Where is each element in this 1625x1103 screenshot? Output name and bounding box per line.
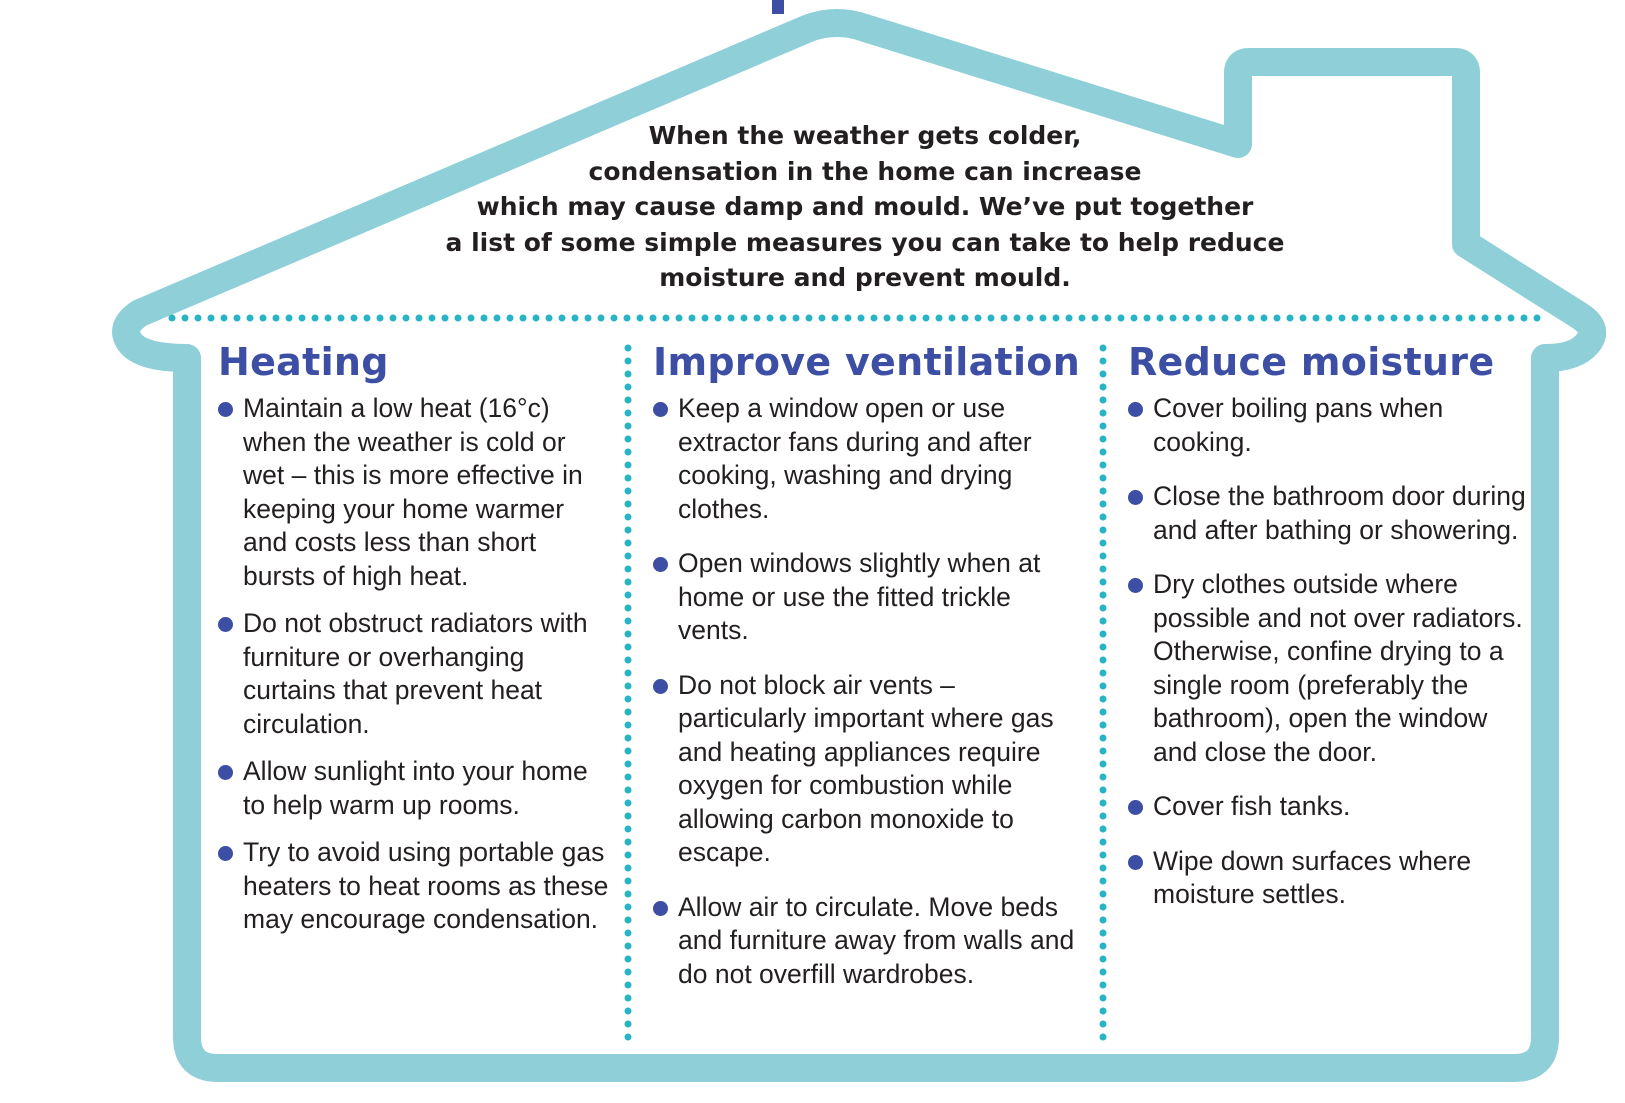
heating-column: Heating Maintain a low heat (16°c) when … [218,338,613,951]
ventilation-list: Keep a window open or use extractor fans… [653,392,1083,991]
bullet-icon [653,557,668,572]
bullet-icon [1128,578,1143,593]
intro-line: moisture and prevent mould. [659,263,1071,292]
list-item-text: Maintain a low heat (16°c) when the weat… [243,393,583,591]
list-item-text: Do not obstruct radiators with furniture… [243,608,588,739]
bullet-icon [1128,490,1143,505]
list-item: Close the bathroom door during and after… [1128,480,1528,547]
list-item-text: Open windows slightly when at home or us… [678,548,1041,645]
bullet-icon [218,765,233,780]
list-item-text: Do not block air vents – particularly im… [678,669,1054,868]
list-item-text: Cover boiling pans when cooking. [1153,393,1444,457]
list-item: Wipe down surfaces where moisture settle… [1128,845,1528,912]
list-item-text: Cover fish tanks. [1153,791,1351,821]
list-item: Allow air to circulate. Move beds and fu… [653,891,1083,992]
heating-list: Maintain a low heat (16°c) when the weat… [218,392,613,937]
moisture-list: Cover boiling pans when cooking. Close t… [1128,392,1528,912]
house-border [112,9,1607,1082]
bullet-icon [653,402,668,417]
intro-line: condensation in the home can increase [588,156,1142,186]
list-item-text: Dry clothes outside where possible and n… [1153,569,1523,767]
list-item-text: Close the bathroom door during and after… [1153,481,1526,545]
intro-line: When the weather gets colder, [648,121,1082,150]
list-item: Cover boiling pans when cooking. [1128,392,1528,459]
list-item-text: Allow air to circulate. Move beds and fu… [678,891,1075,989]
list-item: Cover fish tanks. [1128,790,1528,824]
bullet-icon [218,617,233,632]
bullet-icon [1128,402,1143,417]
list-item-text: Try to avoid using portable gas heaters … [243,837,609,934]
bullet-icon [653,678,668,694]
list-item: Do not obstruct radiators with furniture… [218,607,613,741]
bullet-icon [1128,800,1143,815]
list-item: Open windows slightly when at home or us… [653,547,1083,648]
list-item-text: Allow sunlight into your home to help wa… [243,756,588,820]
bullet-icon [218,402,233,417]
list-item: Try to avoid using portable gas heaters … [218,836,613,937]
list-item-text: Keep a window open or use extractor fans… [678,393,1032,524]
ventilation-heading: Improve ventilation [653,340,1081,384]
list-item-text: Wipe down surfaces where moisture settle… [1153,845,1472,910]
roof-post [772,0,784,14]
list-item: Dry clothes outside where possible and n… [1128,568,1528,769]
intro-line: which may cause damp and mould. We’ve pu… [476,192,1254,221]
list-item: Do not block air vents – particularly im… [653,669,1083,870]
bullet-icon [218,846,233,861]
intro-text: When the weather gets colder, condensati… [400,118,1330,296]
list-item: Maintain a low heat (16°c) when the weat… [218,392,613,593]
bullet-icon [653,900,668,916]
bullet-icon [1128,854,1143,870]
moisture-column: Reduce moisture Cover boiling pans when … [1128,338,1528,933]
moisture-heading: Reduce moisture [1128,340,1495,384]
list-item: Keep a window open or use extractor fans… [653,392,1083,526]
heating-heading: Heating [218,340,389,384]
ventilation-column: Improve ventilation Keep a window open o… [653,338,1083,1012]
list-item: Allow sunlight into your home to help wa… [218,755,613,822]
intro-line: a list of some simple measures you can t… [445,227,1285,257]
